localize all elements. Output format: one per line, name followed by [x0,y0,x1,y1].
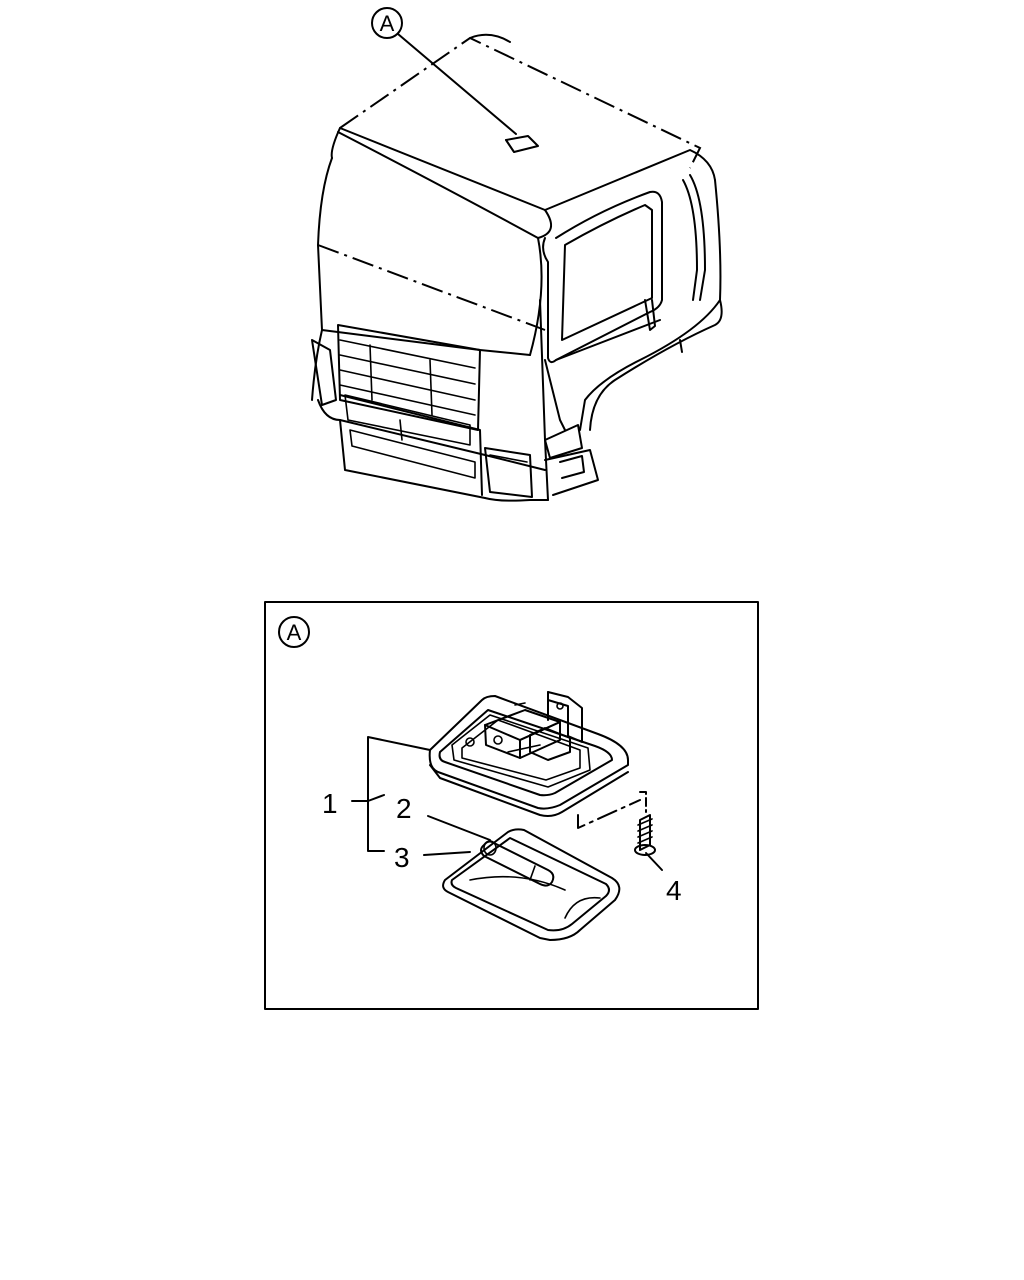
install-line [577,799,641,829]
view-a-marker-overview [371,7,403,39]
lamp-housing [428,691,629,817]
view-a-marker-detail-label: A [287,620,302,645]
screw [634,814,656,856]
bulb [480,840,555,887]
view-a-marker-overview-label: A [380,11,395,36]
group-bracket [367,736,431,852]
truck-cab-illustration [311,33,723,502]
callout-1-leader [351,794,385,802]
lamp-lens [442,828,621,941]
callout-4-leader [645,852,663,871]
callout-1: 1 [322,788,338,819]
detail-view-a-frame [264,601,759,1010]
callout-2-leader [427,815,491,841]
view-a-marker-detail [278,616,310,648]
callout-3-leader [423,851,471,856]
callout-4: 4 [666,875,682,906]
view-a-leader-line [397,33,517,135]
callout-2: 2 [396,793,412,824]
callout-3: 3 [394,842,410,873]
